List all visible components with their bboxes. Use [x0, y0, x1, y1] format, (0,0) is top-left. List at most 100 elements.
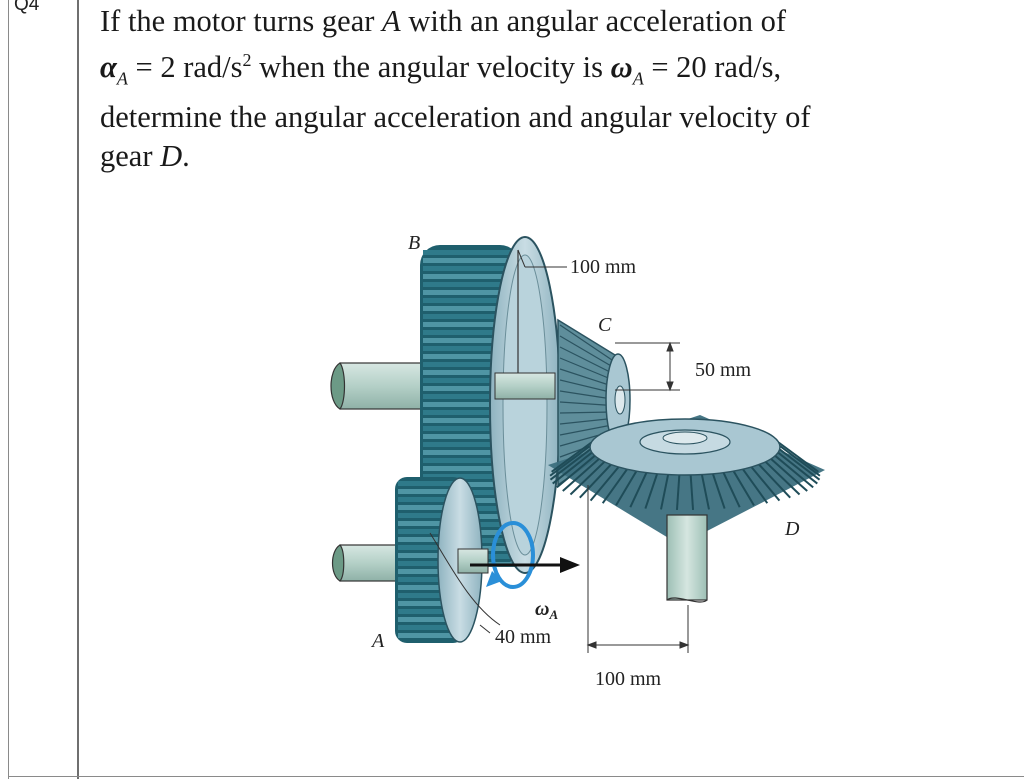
gear-tooth [423, 418, 518, 423]
gear-tooth [675, 474, 681, 511]
gear-tooth [423, 378, 518, 383]
gear-tooth [770, 458, 808, 492]
problem-line-4: gear D. [100, 139, 190, 174]
gear-tooth [764, 461, 801, 496]
vertical-shaft [666, 514, 708, 603]
gear-tooth [779, 445, 821, 477]
gear-tooth [423, 354, 518, 359]
gear-tooth [423, 482, 518, 487]
label-gear-a: A [370, 630, 385, 652]
gear-tooth [559, 335, 613, 368]
gear-tooth [423, 346, 518, 351]
gear-tooth [398, 609, 460, 614]
gear-tooth [423, 250, 518, 255]
gear-tooth [398, 577, 460, 582]
gear-tooth [398, 529, 460, 534]
gear-tooth [559, 390, 613, 400]
gear-tooth [398, 561, 460, 566]
gear-tooth [423, 338, 518, 343]
angular-velocity-arrow [470, 521, 580, 589]
left-border [8, 0, 9, 779]
gear-tooth [777, 451, 818, 485]
gear-tooth [559, 324, 613, 361]
problem-statement: If the motor turns gear A with an angula… [100, 2, 1000, 176]
gear-tooth [423, 266, 518, 271]
gear-tooth [559, 411, 613, 414]
gear-tooth [423, 290, 518, 295]
label-gear-c: C [598, 314, 612, 336]
gear-tooth [398, 625, 460, 630]
gear-tooth [423, 282, 518, 287]
gear-a [395, 477, 501, 643]
gear-tooth [559, 417, 613, 425]
dimension-lines [479, 249, 690, 653]
gear-tooth [660, 474, 670, 510]
gear-tooth [700, 474, 710, 510]
gear-tooth [551, 441, 592, 473]
gear-tooth [579, 463, 612, 499]
gear-tooth [423, 426, 518, 431]
gear-tooth [722, 472, 741, 508]
problem-line-2: αA = 2 rad/s2 when the angular velocity … [100, 50, 782, 89]
problem-line-1: If the motor turns gear A with an angula… [100, 4, 786, 38]
gear-tooth [552, 451, 593, 485]
column-divider [77, 0, 79, 779]
gear-tooth [423, 274, 518, 279]
gear-tooth [398, 513, 460, 518]
gear-tooth [569, 461, 606, 496]
problem-line-3: determine the angular acceleration and a… [100, 100, 811, 135]
gear-tooth [549, 445, 591, 477]
gear-tooth [423, 450, 518, 455]
gear-tooth [732, 470, 755, 506]
gear-tooth [423, 306, 518, 311]
gear-d [548, 415, 825, 545]
gear-tooth [398, 481, 460, 486]
gear-tooth [644, 473, 659, 509]
gear-tooth [398, 505, 460, 510]
gear-tooth [423, 442, 518, 447]
gear-tooth [711, 473, 726, 509]
gear-tooth [423, 474, 518, 479]
gear-tooth [750, 466, 781, 502]
gear-train-figure: B 100 mm C 50 mm D A ωA 40 mm 100 mm [330, 232, 825, 690]
gear-tooth [423, 402, 518, 407]
gear-tooth [615, 470, 638, 506]
gear-tooth [423, 330, 518, 335]
gear-tooth [559, 357, 613, 381]
gear-tooth [562, 458, 600, 492]
gear-tooth [423, 394, 518, 399]
gear-tooth [423, 410, 518, 415]
gear-tooth [398, 593, 460, 598]
gear-tooth [589, 466, 620, 502]
label-dim-100-top: 100 mm [570, 256, 637, 278]
gear-tooth [398, 601, 460, 606]
gear-tooth [742, 468, 769, 504]
gear-tooth [398, 545, 460, 550]
gear-tooth [423, 298, 518, 303]
gear-tooth [423, 362, 518, 367]
bottom-border [8, 776, 1024, 777]
gear-tooth [423, 434, 518, 439]
gear-tooth [423, 466, 518, 471]
gear-tooth [398, 633, 460, 638]
gear-tooth [778, 441, 819, 473]
label-omega: ωA [535, 598, 558, 622]
gear-tooth [559, 379, 613, 394]
gear-tooth [423, 314, 518, 319]
gear-tooth [779, 448, 821, 481]
gear-tooth [398, 569, 460, 574]
gear-tooth [423, 258, 518, 263]
question-number: Q4 [14, 0, 40, 15]
gear-tooth [774, 455, 814, 489]
gear-tooth [559, 368, 613, 387]
gear-tooth [423, 458, 518, 463]
gear-tooth [398, 497, 460, 502]
gear-tooth [398, 521, 460, 526]
gear-tooth [398, 489, 460, 494]
gear-tooth [398, 617, 460, 622]
gear-tooth [556, 455, 596, 489]
gear-tooth [398, 537, 460, 542]
label-gear-b: B [408, 232, 420, 254]
gear-tooth [549, 448, 591, 481]
